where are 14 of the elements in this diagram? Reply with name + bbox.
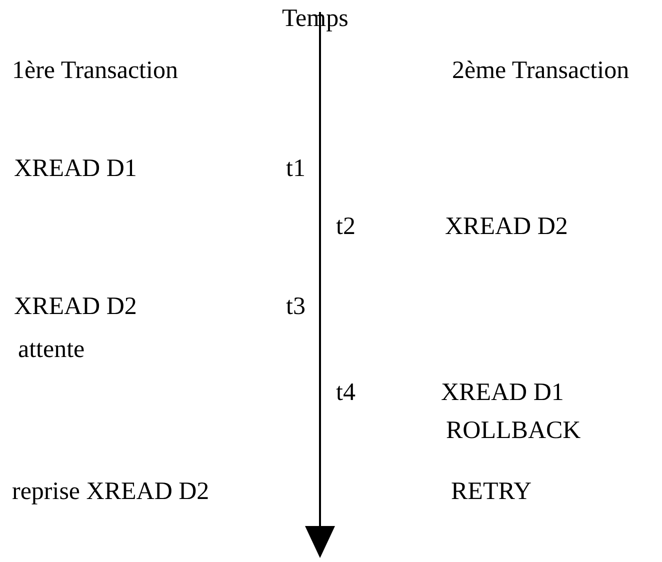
operation-label: ROLLBACK	[446, 418, 581, 443]
time-mark: t4	[336, 380, 356, 405]
time-mark: t1	[286, 156, 306, 181]
operation-label: RETRY	[451, 479, 532, 504]
column-heading: 2ème Transaction	[452, 58, 630, 83]
time-mark: t3	[286, 294, 306, 319]
operation-label: XREAD D2	[445, 214, 568, 239]
status-label: attente	[18, 337, 85, 362]
operation-label: XREAD D1	[14, 156, 137, 181]
time-mark: t2	[336, 214, 356, 239]
column-heading: 1ère Transaction	[12, 58, 178, 83]
operation-label: XREAD D1	[441, 380, 564, 405]
operation-label: reprise XREAD D2	[12, 479, 210, 504]
operation-label: XREAD D2	[14, 294, 137, 319]
